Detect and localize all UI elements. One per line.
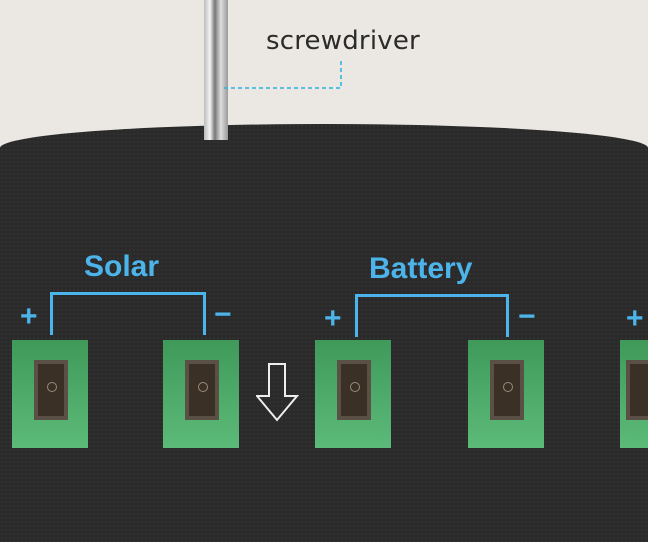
controller-body xyxy=(0,124,648,542)
battery-minus: − xyxy=(518,300,536,333)
screwdriver-shaft xyxy=(204,0,228,140)
terminal-solar-minus xyxy=(163,340,239,448)
battery-bracket xyxy=(355,294,509,337)
terminal-solar-plus xyxy=(12,340,88,448)
terminal-battery-plus xyxy=(315,340,391,448)
screw-icon xyxy=(626,360,648,420)
screw-icon xyxy=(490,360,524,420)
screw-icon xyxy=(34,360,68,420)
battery-plus: + xyxy=(324,302,342,335)
terminal-load-plus xyxy=(620,340,648,448)
solar-minus: − xyxy=(214,298,232,331)
screw-icon xyxy=(185,360,219,420)
load-plus: + xyxy=(626,302,644,335)
screw-icon xyxy=(337,360,371,420)
solar-label: Solar xyxy=(84,250,160,283)
down-arrow-icon xyxy=(256,363,300,422)
solar-bracket xyxy=(50,292,206,335)
terminal-battery-minus xyxy=(468,340,544,448)
screwdriver-label: screwdriver xyxy=(266,26,420,56)
solar-plus: + xyxy=(20,300,38,333)
callout-line xyxy=(224,58,342,89)
battery-label: Battery xyxy=(369,252,473,285)
